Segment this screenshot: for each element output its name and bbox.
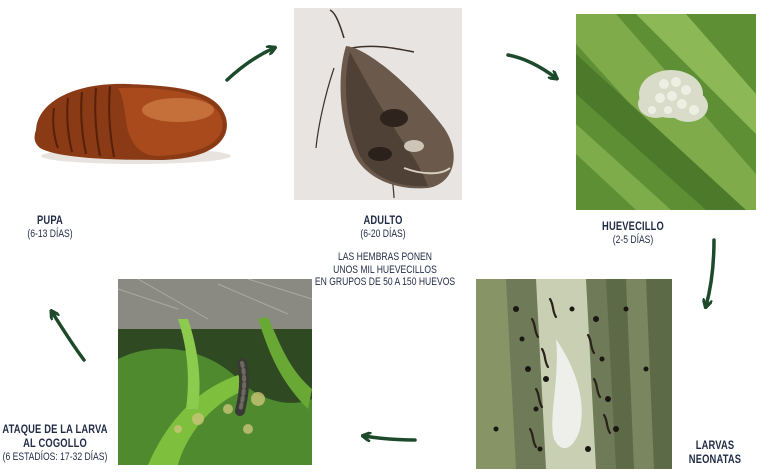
arrow-egg-to-larvae [706, 240, 714, 306]
neonate-larvae-photo [476, 279, 672, 469]
egg-duration: (2-5 DÍAS) [590, 234, 676, 247]
adult-label: ADULTO (6-20 DÍAS) [332, 214, 433, 240]
arrow-attack-to-pupa [52, 312, 84, 360]
egg-mass-photo [576, 14, 756, 210]
pupa-name: PUPA [19, 214, 81, 228]
pupa-label: PUPA (6-13 DÍAS) [19, 214, 81, 240]
adult-note: LAS HEMBRAS PONEN UNOS MIL HUEVECILLOS E… [311, 251, 459, 289]
adult-duration: (6-20 DÍAS) [332, 228, 433, 241]
attack-duration: (6 ESTADÍOS: 17-32 DÍAS) [0, 451, 114, 464]
egg-name: HUEVECILLO [590, 220, 676, 234]
adult-note-line2: UNOS MIL HUEVECILLOS [311, 264, 459, 277]
attack-label: ATAQUE DE LA LARVA AL COGOLLO (6 ESTADÍO… [0, 423, 114, 463]
adult-note-line1: LAS HEMBRAS PONEN [311, 251, 459, 264]
attack-name-line2: AL COGOLLO [0, 437, 114, 451]
larva-feeding-photo [118, 279, 312, 465]
attack-name-line1: ATAQUE DE LA LARVA [0, 423, 114, 437]
larvae-name-line2: NEONATAS [676, 453, 754, 467]
larvae-name-line1: LARVAS [676, 439, 754, 453]
larvae-label: LARVAS NEONATAS [676, 439, 754, 467]
arrow-larvae-to-attack [364, 436, 415, 440]
moth-photo [294, 8, 462, 200]
pupa-duration: (6-13 DÍAS) [19, 228, 81, 241]
arrow-adult-to-egg [508, 55, 556, 78]
adult-name: ADULTO [332, 214, 433, 228]
pupa-photo [18, 60, 238, 180]
adult-note-line3: EN GRUPOS DE 50 A 150 HUEVOS [311, 276, 459, 289]
egg-label: HUEVECILLO (2-5 DÍAS) [590, 220, 676, 246]
